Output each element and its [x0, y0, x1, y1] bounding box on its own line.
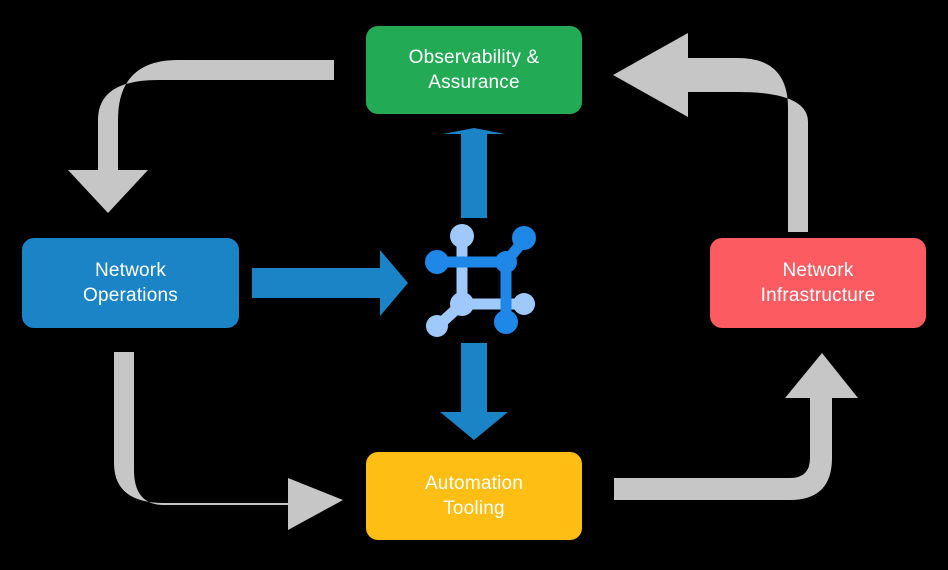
node-network-infrastructure[interactable]: Network Infrastructure	[710, 238, 926, 328]
topology-nodes-secondary	[426, 224, 535, 337]
arrow-center-to-automation	[440, 343, 508, 440]
connector-operations-to-automation	[114, 352, 343, 530]
node-network-operations[interactable]: Network Operations	[22, 238, 239, 328]
connector-observability-to-operations	[68, 60, 334, 213]
network-topology-icon	[425, 224, 536, 337]
connector-automation-to-infrastructure	[614, 353, 858, 500]
node-automation-tooling[interactable]: Automation Tooling	[366, 452, 582, 540]
topology-nodes-primary	[425, 226, 536, 334]
arrow-center-to-observability	[443, 128, 505, 218]
connector-infrastructure-to-observability	[613, 33, 808, 232]
node-observability-and-assurance[interactable]: Observability & Assurance	[366, 26, 582, 114]
arrow-operations-to-center	[252, 250, 408, 316]
